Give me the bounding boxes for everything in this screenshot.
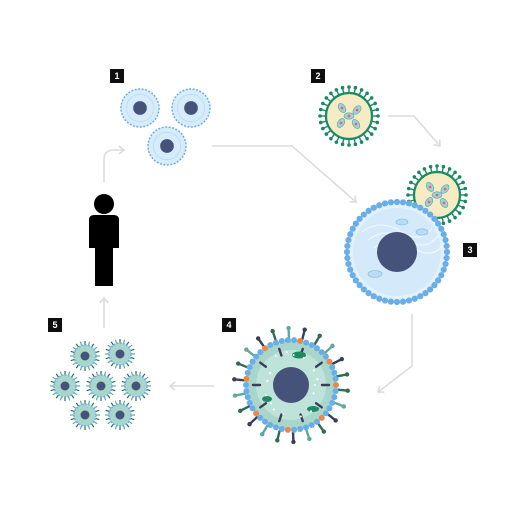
- arrow-cells-to-host: [212, 145, 357, 203]
- progeny-particle-icon: [70, 341, 100, 371]
- progeny-particle-icon: [50, 371, 80, 401]
- healthy-cell-icon: [120, 88, 160, 128]
- healthy-cell-icon: [147, 126, 187, 166]
- arrow-host-to-infected: [376, 314, 413, 393]
- progeny-particle-icon: [86, 371, 116, 401]
- healthy-cell-icon: [171, 88, 211, 128]
- virus-icon: [318, 85, 380, 147]
- cycle-arrows: [99, 115, 441, 393]
- arrow-person-to-cells: [103, 145, 126, 182]
- step-badge-1: 1: [110, 69, 124, 83]
- step-badge-3: 3: [463, 243, 477, 257]
- host-cell-icon: [343, 198, 451, 306]
- progeny-particle-icon: [121, 371, 151, 401]
- viral-progeny-icon: [50, 339, 151, 430]
- nucleus-icon: [377, 232, 417, 272]
- progeny-particle-icon: [105, 400, 135, 430]
- step-badge-5: 5: [48, 318, 62, 332]
- step-badge-2: 2: [311, 69, 325, 83]
- progeny-particle-icon: [70, 400, 100, 430]
- arrow-virus-to-host: [388, 115, 441, 147]
- person-icon: [89, 194, 119, 286]
- healthy-cell-group: [120, 88, 211, 166]
- progeny-particle-icon: [105, 339, 135, 369]
- step-badge-4: 4: [222, 318, 236, 332]
- infected-cell-icon: [232, 325, 350, 445]
